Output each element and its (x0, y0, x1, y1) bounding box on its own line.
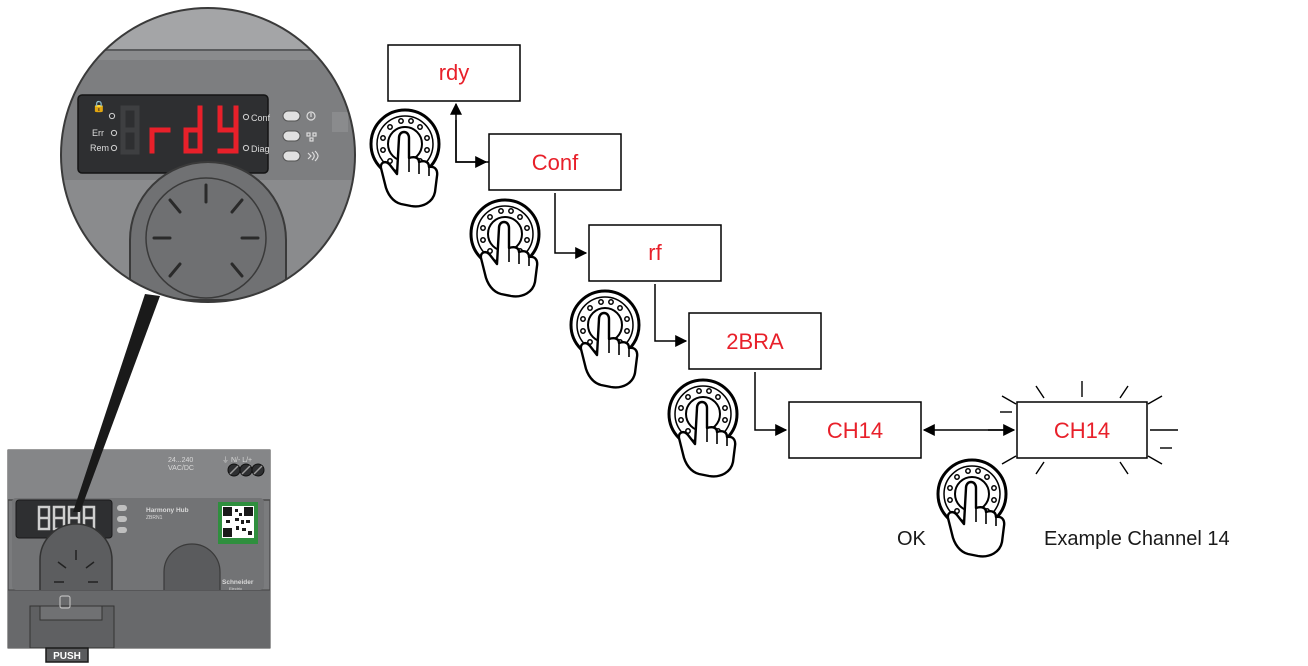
zoom-callout-wedge (73, 294, 160, 512)
zoom-magnifier: 🔒 Err Rem Conf Diag (60, 7, 356, 303)
jog-dial-hand-icon[interactable] (936, 458, 1008, 558)
ok-label: OK (897, 528, 927, 550)
menu-box-rdy (387, 44, 521, 102)
device-side-buttons (117, 505, 127, 533)
rem-led-label: Rem (90, 143, 109, 153)
jog-dial-hand-icon[interactable] (667, 378, 739, 478)
menu-flow: rdy Conf rf 2BRA CH14 CH14 (369, 44, 1230, 558)
menu-box-ch14 (788, 401, 922, 459)
voltage-line2: VAC/DC (168, 465, 194, 472)
harmony-hub-device: 24...240 VAC/DC ⏚ N/- L/+ Harmony Hub ZB… (7, 449, 271, 663)
err-led-label: Err (92, 128, 104, 138)
terminal-screws (227, 463, 265, 477)
product-name: Harmony Hub (146, 507, 189, 514)
padlock-icon: 🔒 (92, 100, 106, 113)
menu-label-conf: Conf (532, 150, 579, 175)
jog-dial-hand-icon[interactable] (469, 198, 541, 298)
menu-label-2bra: 2BRA (726, 329, 784, 354)
menu-box-conf (488, 133, 622, 191)
menu-label-rf: rf (648, 240, 662, 265)
diag-led-label: Diag (251, 144, 270, 154)
blank-digit (120, 105, 140, 155)
product-code: ZBRN1 (146, 515, 163, 521)
example-caption: Example Channel 14 (1044, 528, 1230, 550)
jog-dial-hand-icon[interactable] (369, 108, 441, 208)
menu-box-2bra (688, 312, 822, 370)
menu-label-ch14: CH14 (827, 418, 883, 443)
terminal-labels: ⏚ N/- L/+ (222, 456, 252, 464)
push-label: PUSH (53, 651, 81, 662)
padlock-icon (59, 595, 71, 609)
menu-label-rdy: rdy (439, 60, 470, 85)
jog-dial-hand-icon[interactable] (569, 289, 641, 389)
flow-arrows (450, 102, 1016, 436)
confirm-label-ch14: CH14 (1054, 418, 1110, 443)
menu-box-rf (588, 224, 722, 282)
voltage-line1: 24...240 (168, 457, 193, 464)
brand-logo: Schneider (222, 579, 254, 586)
push-latch[interactable] (45, 647, 89, 663)
seven-segment-rdy (149, 105, 239, 154)
qr-code-icon (218, 502, 258, 544)
brand-sub: Electric (229, 586, 242, 591)
blinking-rays-icon (988, 381, 1178, 475)
conf-led-label: Conf (251, 113, 271, 123)
confirm-box-ch14-blinking (1016, 401, 1148, 459)
